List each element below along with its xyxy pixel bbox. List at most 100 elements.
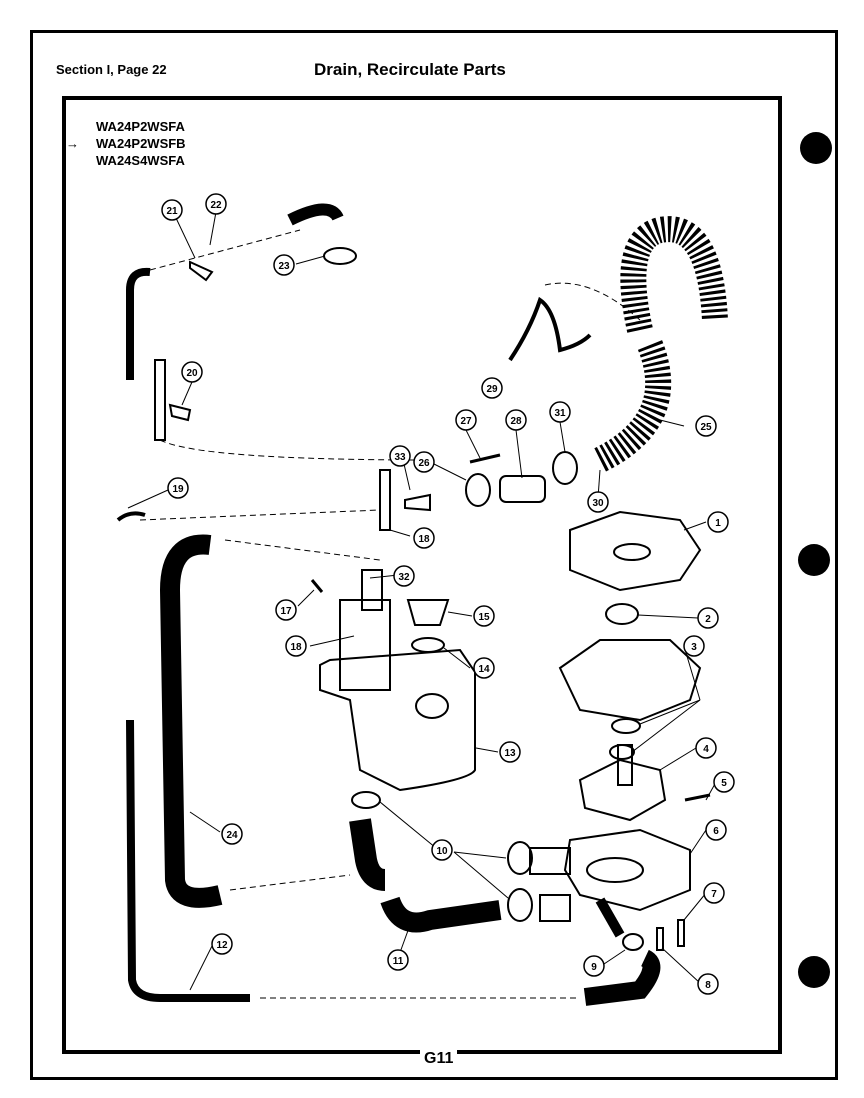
svg-text:31: 31 [554, 408, 566, 419]
callout-20: 20 [181, 361, 203, 383]
svg-text:29: 29 [486, 384, 498, 395]
svg-text:10: 10 [436, 846, 448, 857]
corrugated-hose-25 [593, 340, 672, 472]
corrugated-hose-upper [620, 216, 728, 333]
callout-10: 10 [431, 839, 453, 861]
callout-12: 12 [211, 933, 233, 955]
callout-22: 22 [205, 193, 227, 215]
short-hose-top [287, 203, 344, 226]
screw-5 [684, 793, 711, 802]
callout-18-upper: 18 [413, 527, 435, 549]
svg-text:19: 19 [172, 484, 184, 495]
clamp-31 [552, 451, 578, 485]
clamp-10b [507, 841, 533, 875]
svg-text:27: 27 [460, 416, 472, 427]
svg-text:18: 18 [290, 642, 302, 653]
clamp-21 [189, 260, 214, 282]
tube-32 [361, 569, 383, 611]
callout-15: 15 [473, 605, 495, 627]
wire-29 [508, 296, 592, 362]
svg-text:28: 28 [510, 416, 522, 427]
callout-25: 25 [695, 415, 717, 437]
bracket-18 [339, 599, 391, 691]
callout-29: 29 [481, 377, 503, 399]
svg-text:7: 7 [711, 889, 717, 900]
seal-2 [605, 603, 639, 625]
svg-text:25: 25 [700, 422, 712, 433]
svg-text:23: 23 [278, 261, 290, 272]
cap-15 [406, 599, 450, 626]
svg-text:12: 12 [216, 940, 228, 951]
callout-4: 4 [695, 737, 717, 759]
hose-12 [126, 719, 250, 1002]
callout-28: 28 [505, 409, 527, 431]
svg-text:24: 24 [226, 830, 238, 841]
clamp-10a [351, 791, 381, 809]
svg-text:5: 5 [721, 778, 727, 789]
model-item-current: WA24P2WSFB [96, 136, 186, 151]
screw-7 [677, 919, 685, 947]
svg-text:22: 22 [210, 200, 222, 211]
binder-hole-bottom [798, 956, 830, 988]
callout-30: 30 [587, 491, 609, 513]
hose-11 [380, 896, 502, 933]
svg-text:26: 26 [418, 458, 430, 469]
svg-text:17: 17 [280, 606, 292, 617]
screw-8 [656, 927, 664, 951]
svg-text:15: 15 [478, 612, 490, 623]
section-label: Section I, Page 22 [56, 62, 167, 77]
callout-33: 33 [389, 445, 411, 467]
model-item: WA24S4WSFA [96, 153, 185, 168]
hose-short-10 [349, 818, 386, 891]
callout-19: 19 [167, 477, 189, 499]
callout-3: 3 [683, 635, 705, 657]
callout-2: 2 [697, 607, 719, 629]
svg-text:2: 2 [705, 614, 711, 625]
svg-text:11: 11 [393, 956, 404, 967]
clamp-10c [507, 888, 533, 922]
svg-text:30: 30 [592, 498, 604, 509]
binder-hole-middle [798, 544, 830, 576]
model-item: WA24P2WSFA [96, 119, 185, 134]
svg-text:3: 3 [691, 642, 697, 653]
connector-28 [499, 475, 546, 503]
fitting-20 [168, 403, 192, 422]
svg-text:9: 9 [591, 962, 597, 973]
housing-4 [578, 758, 667, 822]
svg-text:32: 32 [398, 572, 410, 583]
clamp-23 [323, 247, 357, 265]
callout-6: 6 [705, 819, 727, 841]
callout-11: 11 [387, 949, 409, 971]
callout-8: 8 [697, 973, 719, 995]
svg-text:13: 13 [504, 748, 516, 759]
drain-hose-end [583, 949, 661, 1006]
callout-31: 31 [549, 401, 571, 423]
tube-18 [379, 469, 391, 531]
grommet-33 [404, 493, 431, 512]
vertical-hose-21 [126, 267, 151, 380]
pump-body-6 [563, 828, 691, 912]
clamp-9 [622, 933, 644, 951]
arrow-icon: → [66, 136, 79, 151]
screw-27 [469, 453, 501, 464]
svg-text:21: 21 [166, 206, 178, 217]
svg-text:14: 14 [478, 664, 490, 675]
callout-32: 32 [393, 565, 415, 587]
callout-23: 23 [273, 254, 295, 276]
svg-text:4: 4 [703, 744, 709, 755]
tube-10c [539, 894, 571, 922]
svg-text:33: 33 [394, 452, 406, 463]
clamp-14 [411, 637, 445, 653]
binder-hole-top [800, 132, 832, 164]
callout-18-lower: 18 [285, 635, 307, 657]
filter-1 [569, 510, 702, 592]
svg-text:6: 6 [713, 826, 719, 837]
callout-26: 26 [413, 451, 435, 473]
clamp-26 [465, 473, 491, 507]
clip-19 [116, 511, 146, 522]
svg-text:20: 20 [186, 368, 198, 379]
page-code: G11 [420, 1050, 458, 1068]
callout-7: 7 [703, 882, 725, 904]
tube-10b [529, 847, 571, 875]
